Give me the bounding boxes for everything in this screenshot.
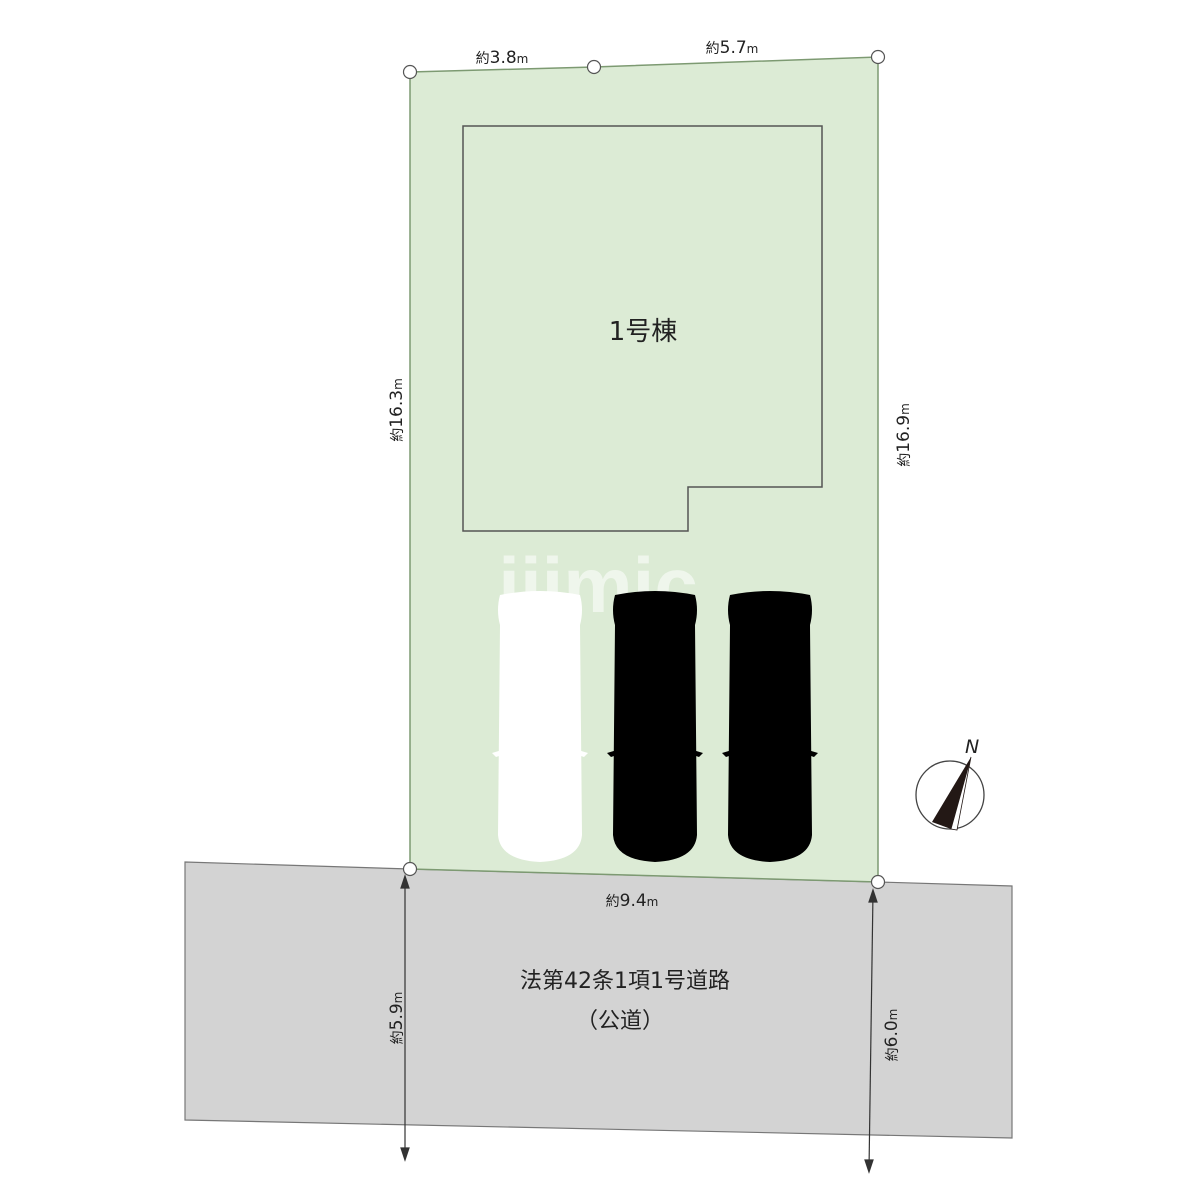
road-area	[184, 861, 1013, 1139]
dim-frontage: 約9.4m	[606, 891, 659, 911]
car-icon-1	[492, 591, 588, 862]
dim-right: 約16.9m	[894, 403, 914, 467]
road-label: 法第42条1項1号道路	[520, 969, 730, 994]
building-footprint	[462, 125, 823, 532]
north-arrow-icon: N	[915, 736, 985, 831]
dim-left: 約16.3m	[387, 378, 407, 442]
dim-road-right: 約6.0m	[882, 1009, 902, 1062]
dim-road-left: 約5.9m	[387, 992, 407, 1045]
compass-label: N	[965, 736, 979, 758]
car-icon-2	[607, 591, 703, 862]
road-sublabel: （公道）	[576, 1009, 664, 1034]
dim-top-left: 約3.8m	[476, 48, 529, 68]
road-width-arrows	[400, 874, 878, 1174]
car-icon-3	[722, 591, 818, 862]
building-label: 1号棟	[609, 317, 678, 347]
corner-markers	[402, 49, 886, 890]
dim-top-right: 約5.7m	[706, 38, 759, 58]
